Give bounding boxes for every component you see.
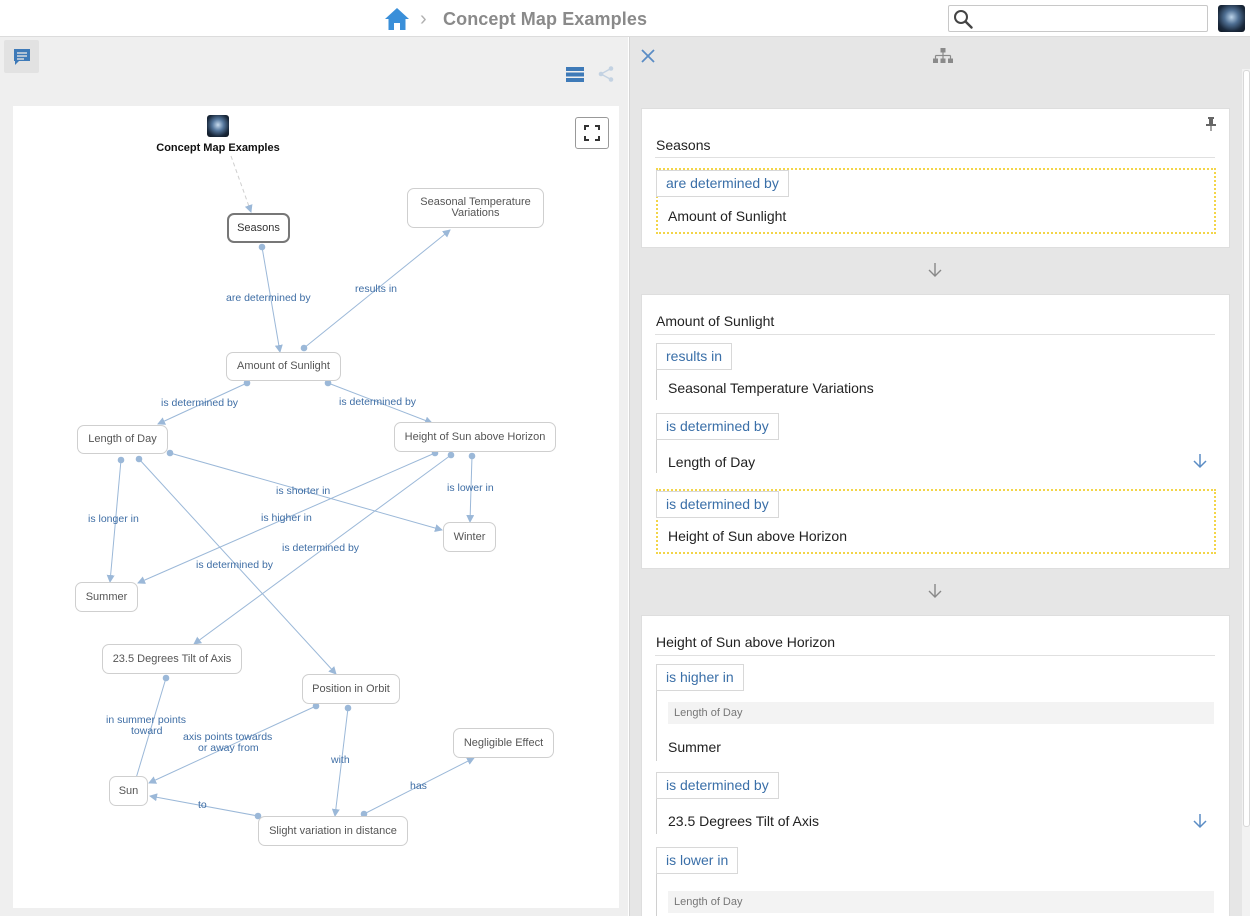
relation-label[interactable]: is determined by: [656, 491, 779, 518]
relation-target[interactable]: Summer: [668, 739, 721, 755]
node-slight-variation[interactable]: Slight variation in distance: [258, 816, 408, 846]
relation-row[interactable]: is determined by Length of Day: [656, 413, 1216, 475]
expand-down-icon[interactable]: [1192, 453, 1208, 469]
list-view-icon[interactable]: [566, 67, 584, 82]
link-label[interactable]: toward: [131, 725, 163, 737]
chevron-right-icon: ›: [420, 8, 427, 30]
link-label[interactable]: to: [198, 799, 207, 811]
home-icon[interactable]: [384, 7, 410, 31]
map-root-label[interactable]: Concept Map Examples: [156, 142, 280, 154]
link-label[interactable]: is determined by: [282, 542, 360, 554]
relation-connector: [656, 799, 657, 834]
link-label[interactable]: is higher in: [261, 512, 312, 524]
relation-connector: [656, 370, 657, 400]
expand-icon: [584, 125, 600, 141]
relation-connector: [656, 440, 657, 473]
relation-label[interactable]: results in: [656, 343, 733, 370]
node-summer[interactable]: Summer: [75, 582, 138, 612]
relation-label[interactable]: is lower in: [656, 847, 739, 874]
expand-down-icon[interactable]: [1192, 813, 1208, 829]
relation-target[interactable]: Amount of Sunlight: [668, 208, 787, 224]
node-length-of-day[interactable]: Length of Day: [77, 425, 168, 454]
relation-row[interactable]: is lower in Length of Day: [656, 847, 1216, 916]
relation-target[interactable]: Length of Day: [668, 454, 756, 470]
via-concept[interactable]: Length of Day: [668, 702, 1214, 724]
pin-icon[interactable]: [1206, 117, 1216, 131]
relation-connector: [656, 691, 657, 761]
node-seasonal-temperature-variations[interactable]: Seasonal Temperature Variations: [407, 188, 544, 228]
relation-connector: [656, 874, 657, 916]
divider: [655, 157, 1215, 158]
relation-label[interactable]: are determined by: [656, 170, 789, 197]
link-label[interactable]: has: [410, 780, 427, 792]
map-edges: [106, 155, 476, 820]
card-title[interactable]: Seasons: [656, 137, 711, 153]
link-label[interactable]: or away from: [198, 742, 259, 754]
relation-target[interactable]: Seasonal Temperature Variations: [668, 380, 874, 396]
arrow-down-icon: [928, 263, 942, 277]
share-icon[interactable]: [597, 65, 615, 83]
comment-icon: [14, 49, 30, 65]
hierarchy-icon[interactable]: [933, 48, 953, 64]
divider: [655, 655, 1215, 656]
card-title[interactable]: Height of Sun above Horizon: [656, 634, 835, 650]
search-input[interactable]: [977, 9, 1202, 29]
node-tilt-of-axis[interactable]: 23.5 Degrees Tilt of Axis: [102, 644, 242, 674]
link-label[interactable]: is determined by: [339, 396, 417, 408]
concept-card-height-of-sun: Height of Sun above Horizon is higher in…: [641, 615, 1230, 916]
link-label[interactable]: is determined by: [161, 397, 239, 409]
detail-panel: Seasons are determined by Amount of Sunl…: [629, 37, 1250, 916]
breadcrumb-title[interactable]: Concept Map Examples: [443, 9, 648, 29]
node-position-in-orbit[interactable]: Position in Orbit: [302, 674, 400, 704]
link-label[interactable]: is determined by: [196, 559, 274, 571]
relation-row[interactable]: is higher in Length of Day Summer: [656, 664, 1216, 764]
relation-row[interactable]: are determined by Amount of Sunlight: [656, 168, 1216, 234]
relation-target[interactable]: Height of Sun above Horizon: [668, 528, 847, 544]
relation-row[interactable]: is determined by Height of Sun above Hor…: [656, 489, 1216, 554]
node-seasons[interactable]: Seasons: [227, 213, 290, 243]
link-label[interactable]: in summer points: [106, 714, 186, 726]
relation-label[interactable]: is determined by: [656, 772, 779, 799]
node-negligible-effect[interactable]: Negligible Effect: [453, 728, 554, 758]
relation-label[interactable]: is determined by: [656, 413, 779, 440]
link-label[interactable]: axis points towards: [183, 731, 273, 743]
link-label[interactable]: results in: [355, 283, 398, 295]
fullscreen-button[interactable]: [575, 117, 609, 149]
link-label[interactable]: is longer in: [88, 513, 139, 525]
node-winter[interactable]: Winter: [443, 522, 496, 552]
comments-button[interactable]: [4, 40, 39, 73]
node-height-of-sun[interactable]: Height of Sun above Horizon: [394, 422, 556, 452]
search-box[interactable]: [948, 5, 1208, 32]
link-label[interactable]: with: [331, 754, 350, 766]
close-icon[interactable]: [641, 49, 655, 63]
search-icon[interactable]: [953, 9, 973, 29]
relation-row[interactable]: results in Seasonal Temperature Variatio…: [656, 343, 1216, 403]
scrollbar-thumb[interactable]: [1243, 70, 1250, 827]
link-label[interactable]: are determined by: [226, 292, 311, 304]
relation-row[interactable]: is determined by 23.5 Degrees Tilt of Ax…: [656, 772, 1216, 836]
link-label[interactable]: is shorter in: [276, 485, 331, 497]
concept-card-amount-of-sunlight: Amount of Sunlight results in Seasonal T…: [641, 294, 1230, 569]
map-panel: Concept Map Examples Seasons Seasonal Te…: [0, 37, 628, 916]
card-title[interactable]: Amount of Sunlight: [656, 313, 775, 329]
relation-target[interactable]: 23.5 Degrees Tilt of Axis: [668, 813, 819, 829]
map-root-avatar[interactable]: [207, 115, 229, 137]
relation-label[interactable]: is higher in: [656, 664, 744, 691]
top-bar: › Concept Map Examples: [0, 0, 1250, 37]
concept-card-seasons: Seasons are determined by Amount of Sunl…: [641, 108, 1230, 248]
arrow-down-icon: [928, 584, 942, 598]
user-avatar[interactable]: [1218, 5, 1245, 32]
divider: [655, 334, 1215, 335]
link-label[interactable]: is lower in: [447, 482, 494, 494]
node-sun[interactable]: Sun: [109, 776, 148, 806]
concept-map-canvas[interactable]: Concept Map Examples Seasons Seasonal Te…: [13, 106, 619, 908]
via-concept[interactable]: Length of Day: [668, 891, 1214, 913]
node-amount-of-sunlight[interactable]: Amount of Sunlight: [226, 352, 341, 381]
